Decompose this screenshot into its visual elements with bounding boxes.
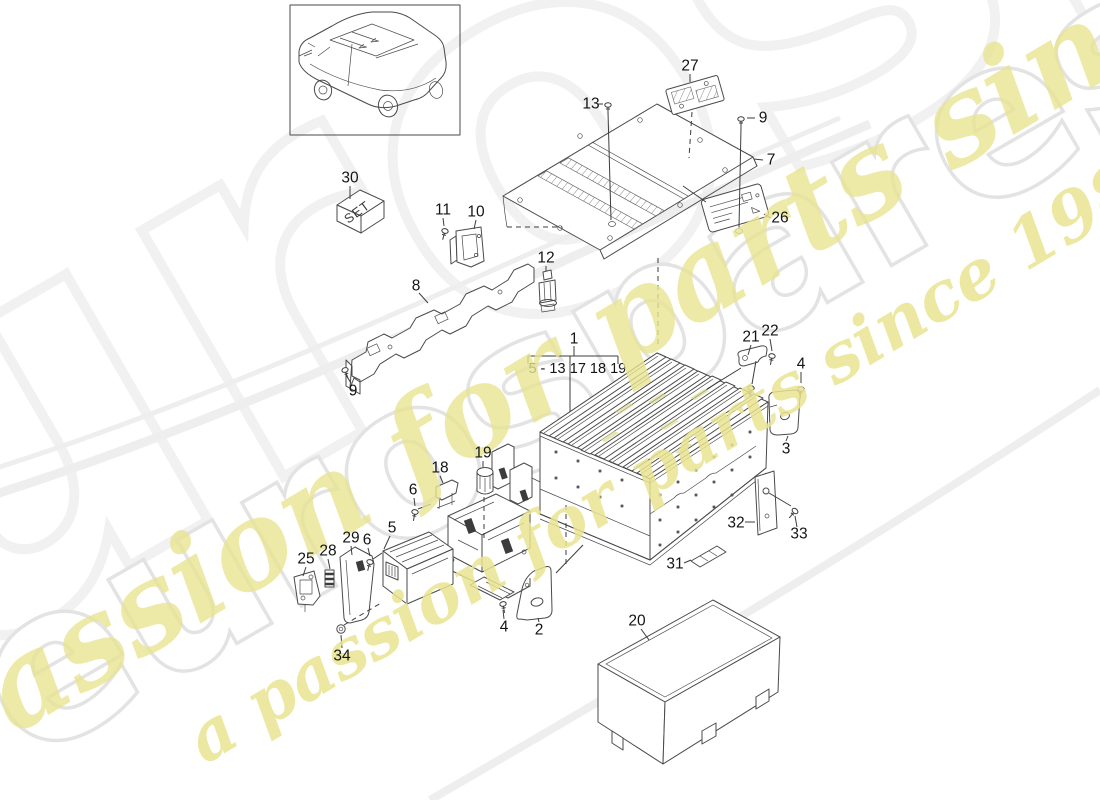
- valve-12: [538, 269, 557, 313]
- battery-modules: [539, 352, 764, 478]
- pack-end-connectors: [479, 443, 541, 505]
- set-box-30: SET: [336, 189, 385, 234]
- swoosh-curve: [427, 386, 1100, 800]
- part-callout-18[interactable]: 18: [431, 460, 448, 477]
- part-callout-1[interactable]: 1: [570, 331, 579, 348]
- battery-pack-1: [479, 352, 769, 568]
- battery-controller-assembly: [445, 493, 531, 601]
- part-callout-2[interactable]: 2: [535, 622, 544, 639]
- part-callout-13[interactable]: 13: [582, 96, 599, 113]
- leader-lines: [302, 74, 802, 649]
- part-callout-6[interactable]: 6: [363, 532, 372, 549]
- lifting-bracket-21: [737, 345, 768, 398]
- diagram-line-art: SET: [289, 4, 805, 765]
- swoosh-curve: [0, 115, 841, 470]
- control-unit-5: [382, 531, 454, 605]
- part-callout-12[interactable]: 12: [537, 250, 554, 267]
- group-range-right: 17 18 19: [570, 361, 626, 377]
- part-callout-19[interactable]: 19: [474, 445, 491, 462]
- part-callout-6[interactable]: 6: [409, 482, 418, 499]
- part-callout-22[interactable]: 22: [761, 323, 778, 340]
- part-callout-33[interactable]: 33: [790, 526, 807, 543]
- part-callout-27[interactable]: 27: [681, 58, 698, 75]
- car-thumbnail: [289, 4, 461, 136]
- bracket-10: [449, 226, 485, 268]
- part-callout-9[interactable]: 9: [349, 383, 358, 400]
- cover-29: [339, 546, 375, 624]
- module-highlights: [600, 389, 709, 454]
- clip-28: [324, 569, 335, 588]
- part-callout-11[interactable]: 11: [435, 202, 451, 219]
- part-callout-3[interactable]: 3: [782, 441, 791, 458]
- part-callout-21[interactable]: 21: [742, 329, 759, 346]
- car-thumbnail-frame: [289, 4, 461, 136]
- warning-plate-27: [665, 75, 725, 115]
- cover-holes: [517, 117, 743, 241]
- module-25: [293, 570, 321, 612]
- side-trim-8: [345, 263, 535, 395]
- part-callout-32[interactable]: 32: [727, 515, 744, 532]
- part-callout-4[interactable]: 4: [500, 619, 509, 636]
- mount-plate-3: [768, 389, 801, 436]
- group-range-left: 5 - 13: [528, 361, 565, 377]
- car-line-art-icon: [298, 11, 447, 118]
- part-callout-4[interactable]: 4: [797, 356, 806, 373]
- nut-34: [336, 624, 346, 634]
- capacitor-19: [476, 467, 494, 495]
- part-callout-7[interactable]: 7: [767, 152, 776, 169]
- part-callout-26[interactable]: 26: [771, 210, 788, 227]
- part-callout-20[interactable]: 20: [628, 613, 646, 630]
- sticker-31: [690, 545, 727, 568]
- group-callout-1: 1 5 - 13 17 18 19: [527, 331, 626, 412]
- shipping-box-20: [597, 599, 781, 765]
- part-callout-8[interactable]: 8: [412, 278, 421, 295]
- module-cluster: [293, 467, 531, 634]
- part-callout-28[interactable]: 28: [319, 543, 336, 560]
- part-callout-25[interactable]: 25: [297, 551, 314, 568]
- part-callout-29[interactable]: 29: [342, 530, 359, 547]
- info-label-26: [700, 183, 770, 233]
- bracket-18: [435, 479, 459, 510]
- part-callout-10[interactable]: 10: [467, 204, 485, 221]
- part-callout-5[interactable]: 5: [388, 520, 397, 537]
- part-callout-31[interactable]: 31: [666, 556, 683, 573]
- mount-plate-32: [754, 470, 778, 536]
- part-callout-34[interactable]: 34: [333, 648, 351, 665]
- part-callout-30[interactable]: 30: [341, 170, 359, 187]
- part-callout-9[interactable]: 9: [759, 110, 768, 127]
- mount-bracket-2: [516, 566, 553, 621]
